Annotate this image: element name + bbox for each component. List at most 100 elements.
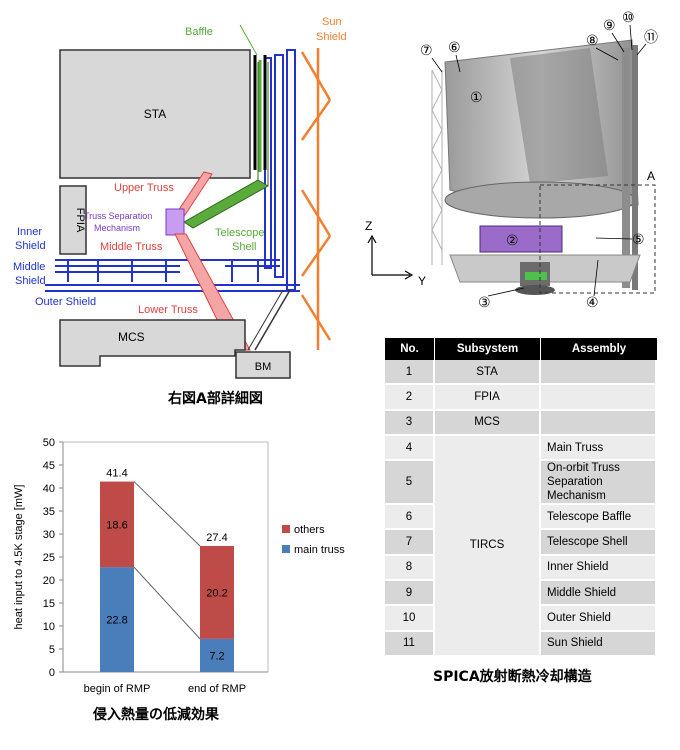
header-subsystem: Subsystem <box>435 338 541 360</box>
label-sta: STA <box>144 107 166 121</box>
lattice-tower <box>431 69 443 265</box>
shields <box>45 49 300 292</box>
x-tick-label: begin of RMP <box>84 683 151 695</box>
bar-value-label: 7.2 <box>209 650 224 662</box>
bm-block <box>235 351 291 379</box>
label-middle-truss: Middle Truss <box>100 241 163 253</box>
callout-1: ① <box>470 89 483 105</box>
label-middle-2: Shield <box>15 275 46 287</box>
bar-value-label: 18.6 <box>106 519 127 531</box>
label-sun-shield-2: Shield <box>316 31 347 43</box>
bar-value-label: 20.2 <box>206 587 227 599</box>
y-tick-label: 5 <box>49 644 55 656</box>
axes <box>367 234 414 280</box>
table-row: 11 Sun Shield <box>385 631 657 657</box>
y-tick-label: 45 <box>43 460 55 472</box>
model-view: A Z Y ① ② ③ ④ ⑤ ⑥ ⑦ ⑧ ⑨ ⑩ ⑪ <box>365 9 658 310</box>
y-tick-label: 35 <box>43 506 55 518</box>
legend-label: others <box>294 524 325 536</box>
sta-block <box>59 49 251 179</box>
callout-9: ⑨ <box>603 17 616 33</box>
y-axis-label: heat input to 4.5K stage [mW] <box>13 485 25 630</box>
cell-assembly: Telescope Shell <box>541 530 657 556</box>
cell-assembly: Main Truss <box>541 435 657 462</box>
y-tick-label: 10 <box>43 621 55 633</box>
chart-caption: 侵入熱量の低減効果 <box>93 707 219 723</box>
header-assembly: Assembly <box>541 338 657 360</box>
cell-assembly <box>541 360 657 386</box>
cell-assembly <box>541 385 657 411</box>
callout-8: ⑧ <box>586 32 599 48</box>
region-a <box>539 184 656 294</box>
cell-assembly: Sun Shield <box>541 631 657 657</box>
connector-line <box>133 481 201 547</box>
bar-value-label: 22.8 <box>106 615 127 627</box>
bar-total-label: 27.4 <box>206 532 227 544</box>
cell-no: 3 <box>385 410 435 436</box>
callout-3: ③ <box>478 294 491 310</box>
heat-input-chart: 0 5 10 15 20 25 30 35 40 45 50 heat input to 4.5K s… <box>13 437 345 695</box>
cell-no: 11 <box>385 631 435 657</box>
cell-assembly: Middle Shield <box>541 581 657 607</box>
y-tick-label: 50 <box>43 437 55 449</box>
fpia-block <box>59 185 87 255</box>
y-tick-label: 30 <box>43 529 55 541</box>
label-inner-1: Inner <box>17 226 42 238</box>
label-lower-truss: Lower Truss <box>138 304 198 316</box>
connector-line <box>133 566 201 640</box>
cell-assembly: Inner Shield <box>541 555 657 582</box>
label-fpia: FPIA <box>74 208 86 233</box>
cell-no: 7 <box>385 530 435 556</box>
detail-diagram: Baffle Sun Shield STA FPIA Upper Truss T… <box>13 16 347 379</box>
label-mcs: MCS <box>118 330 145 344</box>
legend-swatch <box>282 545 290 553</box>
axis-y-label: Y <box>418 274 426 288</box>
cell-assembly: Outer Shield <box>541 606 657 632</box>
label-baffle: Baffle <box>185 26 213 38</box>
truss-separation-mechanism <box>165 208 185 236</box>
label-upper-truss: Upper Truss <box>114 182 174 194</box>
callout-4: ④ <box>586 294 599 310</box>
cell-subsystem: MCS <box>435 410 541 436</box>
detail-caption: 右図A部詳細図 <box>168 391 263 407</box>
table-row: 7 Telescope Shell <box>385 530 657 556</box>
callout-7: ⑦ <box>420 42 433 58</box>
cell-assembly <box>541 410 657 436</box>
legend-label: main truss <box>294 544 345 556</box>
y-tick-label: 25 <box>43 552 55 564</box>
y-tick-label: 15 <box>43 598 55 610</box>
callout-5: ⑤ <box>632 231 645 247</box>
bar-total-label: 41.4 <box>106 468 127 480</box>
plot-area <box>62 441 269 673</box>
label-truss-sep-2: Mechanism <box>94 223 140 233</box>
cell-no: 8 <box>385 555 435 582</box>
cell-no: 9 <box>385 581 435 607</box>
table-row: 9 Middle Shield <box>385 581 657 607</box>
callout-6: ⑥ <box>448 39 461 55</box>
header-no: No. <box>385 338 435 360</box>
cell-subsystem: STA <box>435 360 541 386</box>
sun-shield <box>300 48 332 350</box>
callout-11: ⑪ <box>644 29 658 45</box>
cell-no: 1 <box>385 360 435 386</box>
label-middle-1: Middle <box>13 261 45 273</box>
label-telescope-2: Shell <box>232 241 256 253</box>
y-tick-label: 40 <box>43 483 55 495</box>
cell-no: 5 <box>385 461 435 506</box>
y-tick-label: 0 <box>49 667 55 679</box>
label-sun-shield-1: Sun <box>322 16 342 28</box>
bar-segment-others <box>200 545 234 639</box>
cell-subsystem: FPIA <box>435 385 541 411</box>
y-tick-label: 20 <box>43 575 55 587</box>
fpia-model <box>479 225 563 253</box>
cell-no: 10 <box>385 606 435 632</box>
mcs-block <box>59 319 246 367</box>
label-truss-sep-1: Truss Separation <box>84 211 152 221</box>
